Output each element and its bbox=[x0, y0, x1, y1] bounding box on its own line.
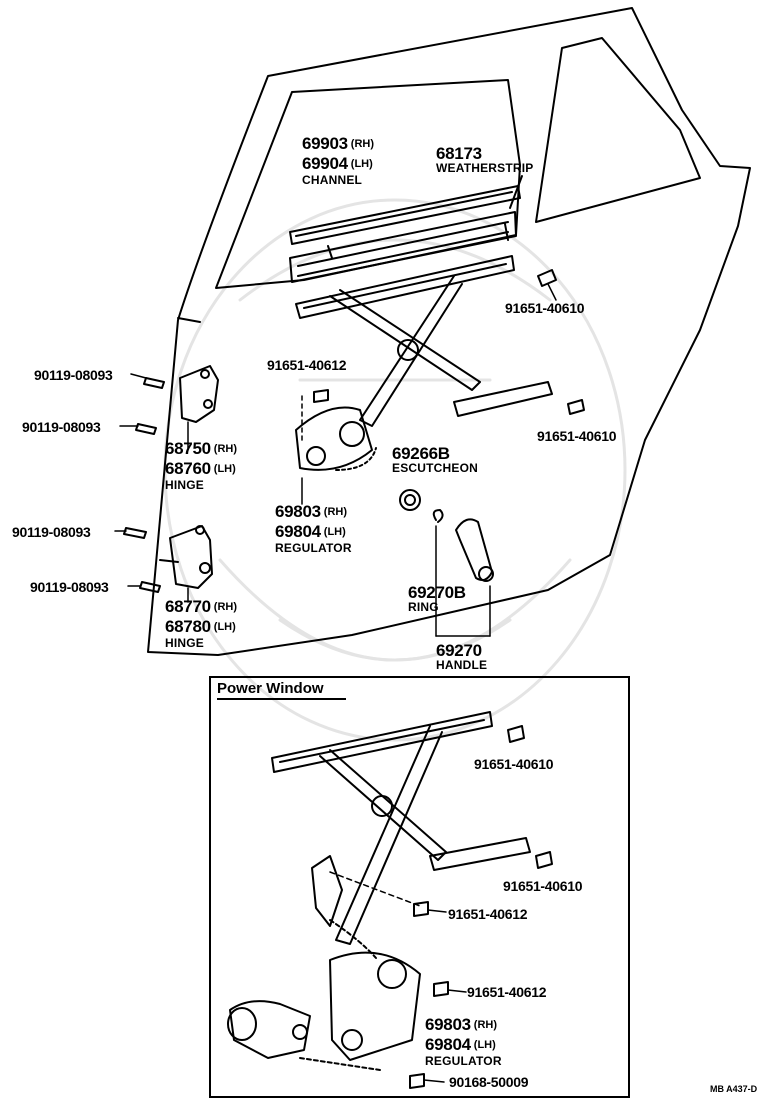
escutcheon-label: 69266B ESCUTCHEON bbox=[392, 444, 479, 475]
handle-part bbox=[435, 518, 494, 637]
weatherstrip-label: 68173 WEATHERSTRIP bbox=[436, 144, 534, 175]
escutcheon-part bbox=[399, 489, 421, 511]
hinge-bolts bbox=[114, 373, 165, 593]
pw-bolt-label-4: 91651-40612 bbox=[467, 984, 547, 1000]
ring-label: 69270B RING bbox=[408, 583, 466, 614]
lower-hinge-label: 68770(RH) 68780(LH) HINGE bbox=[165, 597, 237, 650]
pw-screw-label: 90168-50009 bbox=[449, 1074, 529, 1090]
diagram-code: MB A437-D bbox=[710, 1084, 758, 1094]
pw-bolt-label-3: 91651-40612 bbox=[448, 906, 528, 922]
power-window-title: Power Window bbox=[217, 681, 346, 700]
bolt-right-label: 91651-40610 bbox=[537, 428, 617, 444]
power-window-bolts bbox=[409, 725, 553, 1089]
power-window-regulator bbox=[227, 711, 531, 1071]
upper-hinge-label: 68750(RH) 68760(LH) HINGE bbox=[165, 439, 237, 492]
hinge-bolt-label-4: 90119-08093 bbox=[30, 579, 109, 595]
power-window-inset bbox=[209, 676, 630, 1098]
pw-regulator-label: 69803(RH) 69804(LH) REGULATOR bbox=[425, 1015, 502, 1068]
hinge-bolt-label-1: 90119-08093 bbox=[34, 367, 113, 383]
channel-weatherstrip bbox=[289, 175, 523, 283]
regulator-label: 69803(RH) 69804(LH) REGULATOR bbox=[275, 502, 352, 555]
pw-bolt-label-2: 91651-40610 bbox=[503, 878, 583, 894]
upper-hinge bbox=[179, 365, 219, 449]
bolt-top-label: 91651-40610 bbox=[505, 300, 585, 316]
ring-part bbox=[432, 509, 444, 637]
hinge-bolt-label-2: 90119-08093 bbox=[22, 419, 101, 435]
manual-regulator bbox=[295, 255, 553, 471]
lower-hinge bbox=[169, 525, 213, 603]
door-outline bbox=[147, 7, 751, 656]
pw-bolt-label-1: 91651-40610 bbox=[474, 756, 554, 772]
channel-label: 69903(RH) 69904(LH) CHANNEL bbox=[302, 134, 374, 187]
small-bolts bbox=[313, 269, 585, 415]
hinge-bolt-label-3: 90119-08093 bbox=[12, 524, 91, 540]
handle-label: 69270 HANDLE bbox=[436, 641, 488, 672]
bolt-regulator-label: 91651-40612 bbox=[267, 357, 347, 373]
